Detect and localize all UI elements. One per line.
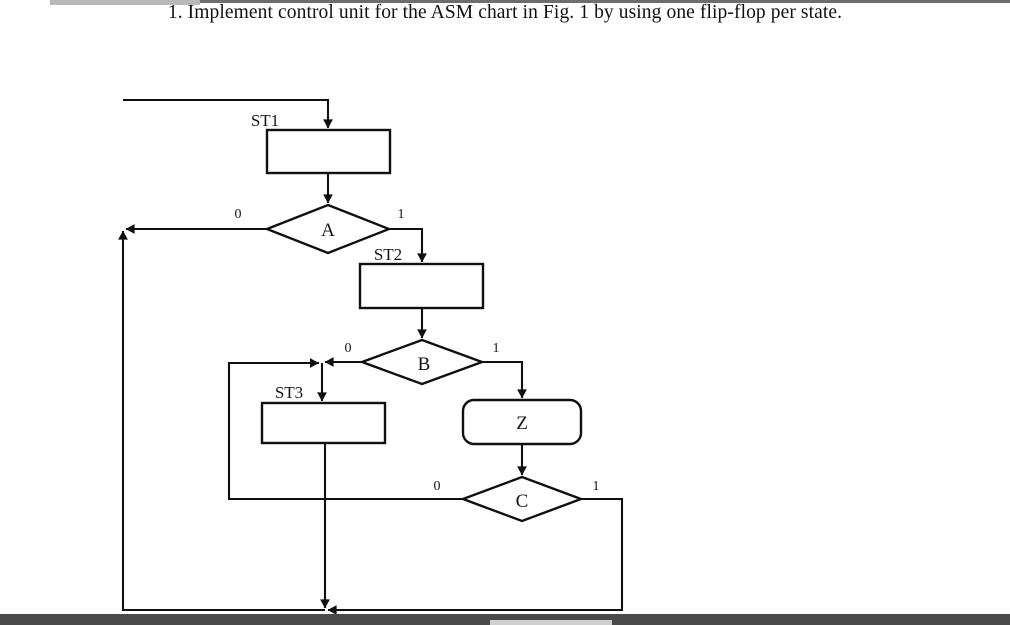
edge-bottom-merge-to-loop (118, 230, 325, 612)
branch-label-c-0: 0 (434, 479, 441, 494)
state-box-st3 (260, 401, 387, 445)
branch-label-a-1: 1 (398, 207, 405, 222)
edge-c1-to-bottom-merge (327, 497, 624, 615)
branch-label-c-1: 1 (593, 479, 600, 494)
edge-b1-to-z (482, 360, 527, 399)
state-label-st1: ST1 (251, 111, 279, 130)
decision-diamond-b (358, 338, 486, 386)
state-box-st1 (265, 128, 392, 175)
decision-diamond-a (263, 203, 393, 255)
decision-label-a: A (321, 220, 335, 241)
bottom-scan-bar-light (490, 620, 612, 625)
state-label-st2: ST2 (374, 245, 402, 264)
branch-label-a-0: 0 (235, 207, 242, 222)
edge-c0-to-st3-junction (227, 358, 463, 501)
top-scan-strip-dark (200, 0, 1010, 3)
top-scan-strip-light (50, 0, 200, 5)
edge-a1-to-st2 (389, 227, 427, 263)
decision-diamond-c (459, 475, 585, 523)
page-title: 1. Implement control unit for the ASM ch… (167, 2, 843, 23)
bottom-scan-bar (0, 614, 1010, 625)
branch-label-b-0: 0 (345, 341, 352, 356)
decision-label-c: C (516, 491, 529, 512)
branch-label-b-1: 1 (493, 341, 500, 356)
edge-loop-to-st1 (123, 98, 333, 129)
state-box-st2 (358, 262, 485, 310)
conditional-output-label-z: Z (516, 413, 528, 434)
state-label-st3: ST3 (275, 383, 303, 402)
decision-label-b: B (418, 354, 431, 375)
